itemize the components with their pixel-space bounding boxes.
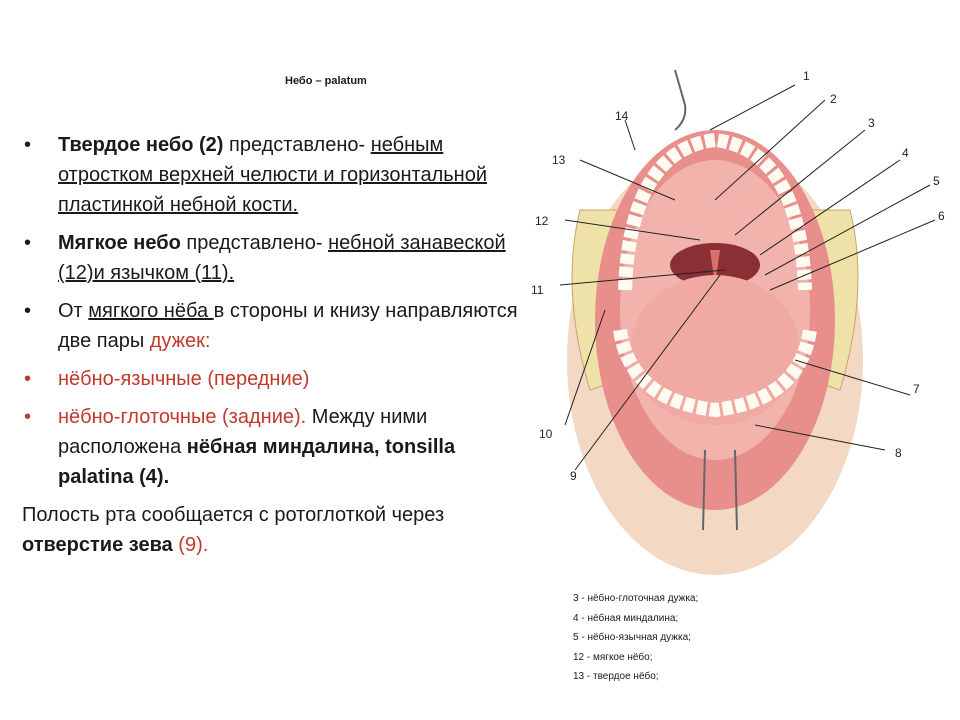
legend-item: 4 - нёбная миндалина; — [573, 612, 679, 624]
retractor-hook-bottom — [702, 449, 738, 531]
text-span: Твердое небо (2) — [58, 134, 224, 156]
bullet-dot: • — [24, 300, 32, 322]
text-span: представлено- — [180, 232, 329, 254]
bullet-palatoglossal: • нёбно-язычные (передние) — [22, 364, 527, 394]
legend-item: 5 - нёбно-язычная дужка; — [573, 632, 691, 643]
bullet-arches: • От мягкого нёба в стороны и книзу напр… — [22, 296, 527, 356]
text-span: Полость рта сообщается с ротоглоткой чер… — [22, 504, 445, 526]
figure-label-13: 13 — [552, 153, 566, 167]
retractor-hook-top — [674, 69, 687, 131]
text-span: отверстие зева — [22, 534, 173, 556]
figure-label-12: 12 — [535, 214, 549, 228]
text-span: (9). — [172, 534, 209, 556]
text-span: дужек: — [149, 330, 211, 352]
figure-label-8: 8 — [895, 446, 902, 460]
bullet-dot: • — [24, 368, 32, 390]
leader-lines — [559, 84, 936, 471]
lower-teeth — [613, 328, 817, 418]
figure-label-14: 14 — [615, 109, 629, 123]
upper-teeth — [618, 132, 812, 291]
text-span: в стороны и книзу направляются две пары — [58, 300, 518, 352]
figure-label-1: 1 — [803, 69, 810, 83]
text-span: небным отростком верхней челюсти и гориз… — [58, 134, 488, 216]
text-span: мягкого нёба — [88, 300, 214, 322]
slide-title: Небо – palatum — [285, 75, 367, 87]
text-span: Мягкое небо — [58, 232, 181, 254]
text-span: От — [58, 300, 89, 322]
bullet-dot: • — [24, 406, 32, 428]
figure-label-2: 2 — [830, 92, 837, 106]
figure-label-4: 4 — [902, 146, 909, 160]
figure-label-9: 9 — [570, 469, 577, 483]
figure-label-7: 7 — [913, 382, 920, 396]
legend-item: 12 - мягкое нёбо; — [573, 651, 653, 663]
bullet-palatopharyngeal: • нёбно-глоточные (задние). Между ними р… — [22, 402, 527, 492]
tongue — [630, 275, 800, 425]
bullet-list: • Твердое небо (2) представлено- небным … — [22, 130, 527, 560]
bullet-dot: • — [24, 134, 32, 156]
bullet-text: нёбно-язычные (передние) — [58, 368, 309, 390]
figure-label-3: 3 — [868, 116, 875, 130]
bullet-soft-palate: • Мягкое небо представлено- небной занав… — [22, 228, 527, 288]
oral-cavity-illustration: 1 2 3 4 5 6 7 8 9 10 11 12 13 14 — [531, 69, 945, 575]
legend-item: 3 - нёбно-глоточная дужка; — [573, 593, 699, 604]
figure-label-5: 5 — [933, 174, 940, 188]
uvula — [710, 250, 720, 285]
bullet-hard-palate: • Твердое небо (2) представлено- небным … — [22, 130, 527, 220]
text-span: Между ними расположена — [58, 406, 428, 458]
text-span: нёбная миндалина, tonsilla palatina (4). — [58, 436, 456, 488]
figure-legend: 3 - нёбно-глоточная дужка; 4 - нёбная ми… — [573, 589, 698, 687]
legend-item: 13 - твердое нёбо; — [573, 671, 659, 682]
text-span: представлено- — [223, 134, 371, 156]
bullet-text: Твердое небо (2) представлено- небным от… — [58, 134, 487, 216]
bullet-text: От мягкого нёба в стороны и книзу направ… — [58, 300, 518, 352]
figure-label-10: 10 — [539, 427, 553, 441]
text-span: небной занавеской (12)и язычком (11). — [58, 232, 506, 284]
figure-label-6: 6 — [938, 209, 945, 223]
text-span: нёбно-глоточные (задние). — [58, 406, 307, 428]
closing-paragraph: Полость рта сообщается с ротоглоткой чер… — [22, 500, 527, 560]
figure-label-11: 11 — [531, 283, 544, 297]
text-span: нёбно-язычные (передние) — [58, 368, 310, 390]
bullet-text: нёбно-глоточные (задние). Между ними рас… — [58, 406, 455, 488]
bullet-text: Мягкое небо представлено- небной занавес… — [58, 232, 506, 284]
bullet-dot: • — [24, 232, 32, 254]
